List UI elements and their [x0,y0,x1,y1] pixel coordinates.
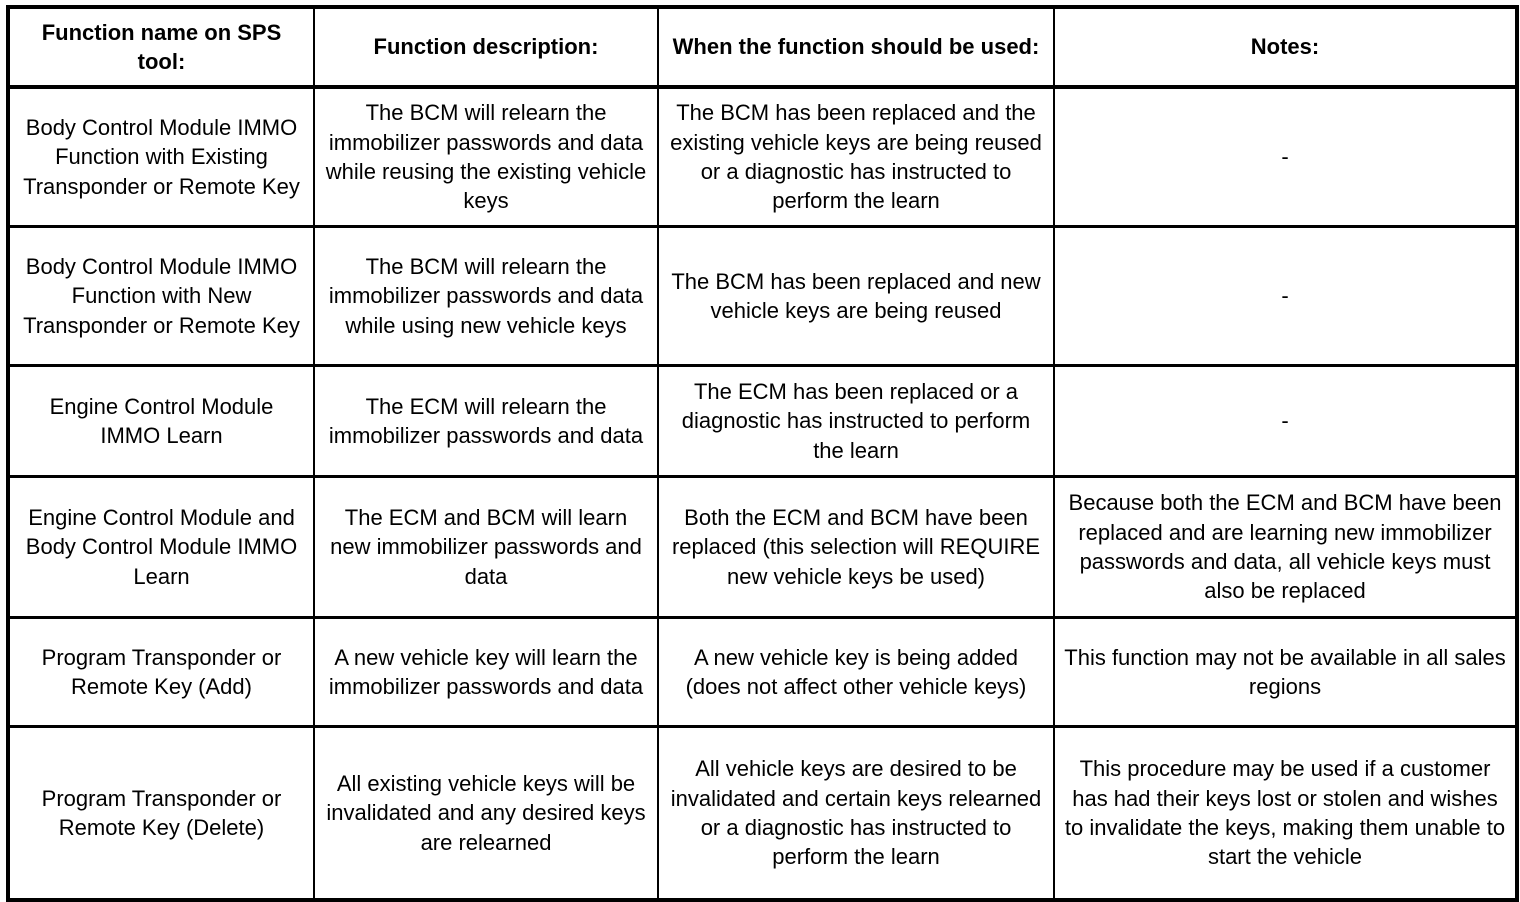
cell-function-description: The BCM will relearn the immobilizer pas… [313,87,659,228]
column-header-notes: Notes: [1053,7,1517,89]
cell-notes: - [1053,87,1517,228]
cell-function-name: Program Transponder or Remote Key (Add) [8,616,315,728]
cell-function-description: The ECM and BCM will learn new immobiliz… [313,475,659,619]
table-row: Body Control Module IMMO Function with E… [8,87,1517,228]
cell-function-description: All existing vehicle keys will be invali… [313,725,659,900]
table-row: Program Transponder or Remote Key (Delet… [8,725,1517,900]
table-header-row: Function name on SPS tool: Function desc… [8,7,1517,89]
sps-function-table: Function name on SPS tool: Function desc… [6,5,1519,902]
cell-function-name: Body Control Module IMMO Function with N… [8,225,315,367]
cell-function-description: A new vehicle key will learn the immobil… [313,616,659,728]
column-header-function-description: Function description: [313,7,659,89]
cell-notes: - [1053,364,1517,478]
cell-notes: This function may not be available in al… [1053,616,1517,728]
cell-when-used: All vehicle keys are desired to be inval… [657,725,1055,900]
cell-function-description: The BCM will relearn the immobilizer pas… [313,225,659,367]
cell-when-used: The BCM has been replaced and the existi… [657,87,1055,228]
cell-function-name: Body Control Module IMMO Function with E… [8,87,315,228]
cell-notes: - [1053,225,1517,367]
cell-function-name: Engine Control Module IMMO Learn [8,364,315,478]
cell-when-used: The BCM has been replaced and new vehicl… [657,225,1055,367]
table-row: Engine Control Module IMMO Learn The ECM… [8,364,1517,478]
sps-function-table-container: Function name on SPS tool: Function desc… [6,5,1519,902]
table-row: Body Control Module IMMO Function with N… [8,225,1517,367]
cell-notes: Because both the ECM and BCM have been r… [1053,475,1517,619]
cell-function-name: Program Transponder or Remote Key (Delet… [8,725,315,900]
table-row: Program Transponder or Remote Key (Add) … [8,616,1517,728]
cell-function-name: Engine Control Module and Body Control M… [8,475,315,619]
cell-function-description: The ECM will relearn the immobilizer pas… [313,364,659,478]
column-header-when-used: When the function should be used: [657,7,1055,89]
column-header-function-name: Function name on SPS tool: [8,7,315,89]
cell-when-used: Both the ECM and BCM have been replaced … [657,475,1055,619]
cell-when-used: The ECM has been replaced or a diagnosti… [657,364,1055,478]
cell-when-used: A new vehicle key is being added (does n… [657,616,1055,728]
table-row: Engine Control Module and Body Control M… [8,475,1517,619]
table-body: Body Control Module IMMO Function with E… [8,87,1517,900]
cell-notes: This procedure may be used if a customer… [1053,725,1517,900]
table-header: Function name on SPS tool: Function desc… [8,7,1517,89]
